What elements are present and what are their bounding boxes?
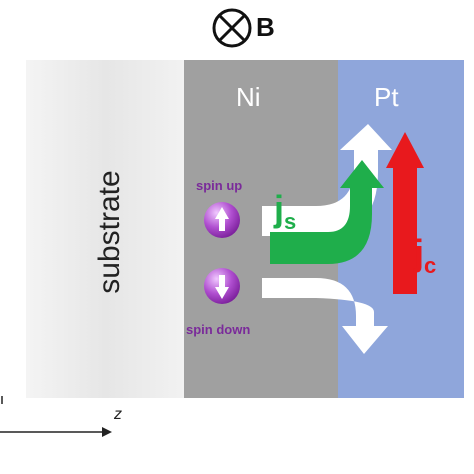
z-axis — [0, 396, 112, 437]
charge-current-label: jc — [414, 232, 436, 279]
charge-current-symbol: j — [414, 232, 425, 273]
spin-current-label: js — [274, 188, 296, 235]
spin-current-symbol: j — [274, 188, 285, 229]
z-axis-label: z — [114, 406, 122, 423]
spin-down-arrow — [262, 278, 388, 354]
magnetic-field-label: B — [256, 12, 275, 42]
spin-current-arrow — [270, 160, 384, 264]
spin-down-ball-icon — [204, 268, 240, 304]
field-into-page-icon — [212, 8, 252, 48]
spin-down-label: spin down — [186, 322, 251, 337]
spin-up-label: spin up — [196, 178, 243, 193]
spin-current-subscript: s — [284, 209, 297, 235]
ni-layer-label: Ni — [236, 82, 261, 112]
substrate-layer — [26, 60, 186, 398]
pt-layer-label: Pt — [374, 82, 399, 112]
spin-up-ball-icon — [204, 202, 240, 238]
charge-current-subscript: c — [424, 253, 437, 279]
charge-current-arrow — [386, 132, 424, 294]
substrate-label: substrate — [93, 170, 126, 294]
